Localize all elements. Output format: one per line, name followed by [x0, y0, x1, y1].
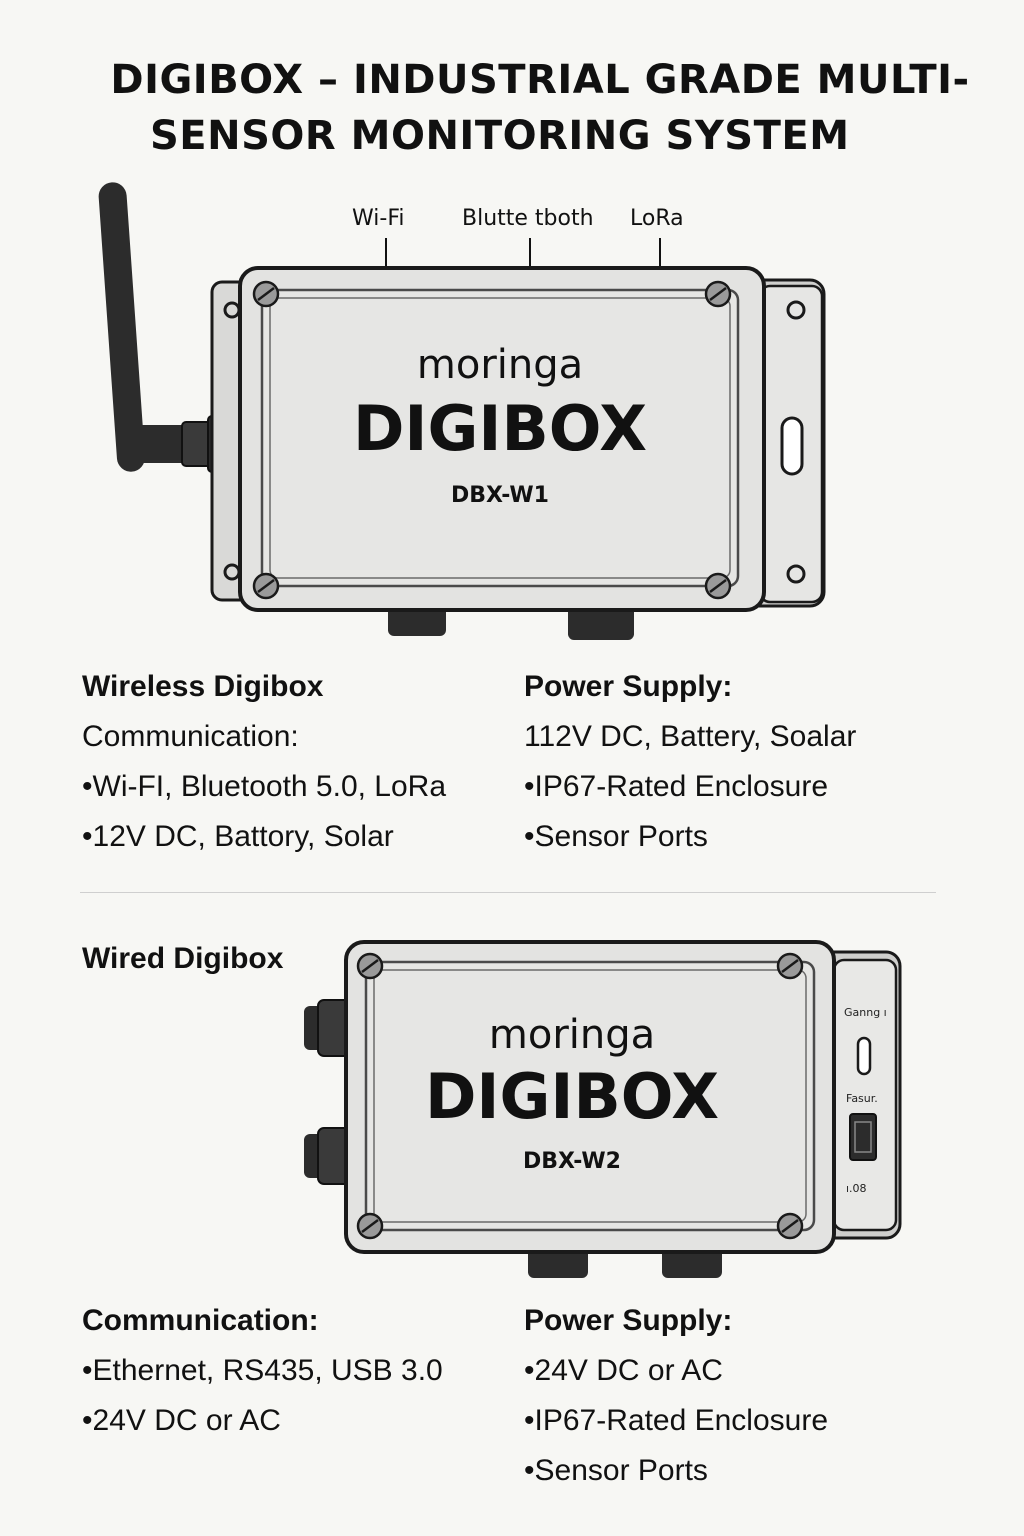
protocol-label-wifi: Wi-Fi — [352, 206, 405, 231]
screw-icon — [356, 952, 384, 980]
list-item: Sensor Ports — [524, 1446, 828, 1496]
list-item: 24V DC or AC — [82, 1396, 443, 1446]
wireless-heading: Wireless Digibox — [82, 670, 324, 703]
list-item: 24V DC or AC — [524, 1346, 828, 1396]
list-item: IP67-Rated Enclosure — [524, 762, 856, 812]
page-title: DIGIBOX – INDUSTRIAL GRADE MULTI- SENSOR… — [60, 52, 980, 164]
wireless-power-values: 112V DC, Battery, Soalar — [524, 720, 857, 753]
wired-comm-column: Communication: Ethernet, RS435, USB 3.0 … — [82, 1296, 443, 1446]
list-item: Wi-FI, Bluetooth 5.0, LoRa — [82, 762, 447, 812]
device-wireless-illustration: moringa DIGIBOX DBX-W1 — [98, 182, 826, 640]
protocol-label-lora: LoRa — [630, 206, 684, 231]
device1-name: DIGIBOX — [353, 392, 647, 465]
wireless-power-list: IP67-Rated Enclosure Sensor Ports — [524, 762, 856, 862]
wireless-power-column: Power Supply: 112V DC, Battery, Soalar I… — [524, 662, 856, 862]
side-label-mid: Fasur. — [846, 1092, 878, 1105]
usb-port-icon — [780, 416, 804, 476]
wired-comm-list: Ethernet, RS435, USB 3.0 24V DC or AC — [82, 1346, 443, 1446]
wired-power-heading: Power Supply: — [524, 1304, 733, 1337]
device2-brand: moringa — [489, 1012, 655, 1058]
wireless-comm-list: Wi-FI, Bluetooth 5.0, LoRa 12V DC, Batto… — [82, 762, 447, 862]
section-divider — [80, 892, 936, 893]
device2-name: DIGIBOX — [425, 1060, 719, 1133]
wireless-comm-heading: Communication: — [82, 720, 299, 753]
usb-c-port-icon — [856, 1036, 872, 1076]
device-wired-illustration: Ganng ı Fasur. ı.08 moringa DIGIBOX DBX-… — [304, 940, 902, 1278]
screw-icon — [704, 572, 732, 600]
enclosure-lid — [364, 960, 816, 1232]
list-item: 12V DC, Battory, Solar — [82, 812, 446, 862]
title-line-1: DIGIBOX – INDUSTRIAL GRADE MULTI- — [110, 57, 970, 103]
wired-heading: Wired Digibox — [82, 942, 284, 975]
list-item: IP67-Rated Enclosure — [524, 1396, 829, 1446]
wired-label-column: Wired Digibox — [82, 934, 283, 984]
wired-power-column: Power Supply: 24V DC or AC IP67-Rated En… — [524, 1296, 828, 1496]
screw-icon — [776, 1212, 804, 1240]
side-label-bottom: ı.08 — [846, 1182, 867, 1195]
protocol-label-bluetooth: Blutte tboth — [462, 206, 594, 231]
wireless-comm-column: Wireless Digibox Communication: Wi-FI, B… — [82, 662, 446, 862]
screw-icon — [252, 280, 280, 308]
enclosure-lid — [260, 288, 740, 588]
ethernet-port-icon — [849, 1113, 877, 1161]
screw-icon — [252, 572, 280, 600]
wired-power-list: 24V DC or AC IP67-Rated Enclosure Sensor… — [524, 1346, 829, 1496]
title-line-2: SENSOR MONITORING SYSTEM — [150, 113, 850, 159]
screw-icon — [776, 952, 804, 980]
list-item: Ethernet, RS435, USB 3.0 — [82, 1346, 443, 1396]
device2-model: DBX-W2 — [523, 1149, 621, 1174]
screw-icon — [356, 1212, 384, 1240]
wired-comm-heading: Communication: — [82, 1304, 319, 1337]
device1-model: DBX-W1 — [451, 483, 549, 508]
list-item: Sensor Ports — [524, 812, 856, 862]
device1-brand: moringa — [417, 342, 583, 388]
side-label-top: Ganng ı — [844, 1006, 887, 1019]
wireless-power-heading: Power Supply: — [524, 670, 733, 703]
screw-icon — [704, 280, 732, 308]
